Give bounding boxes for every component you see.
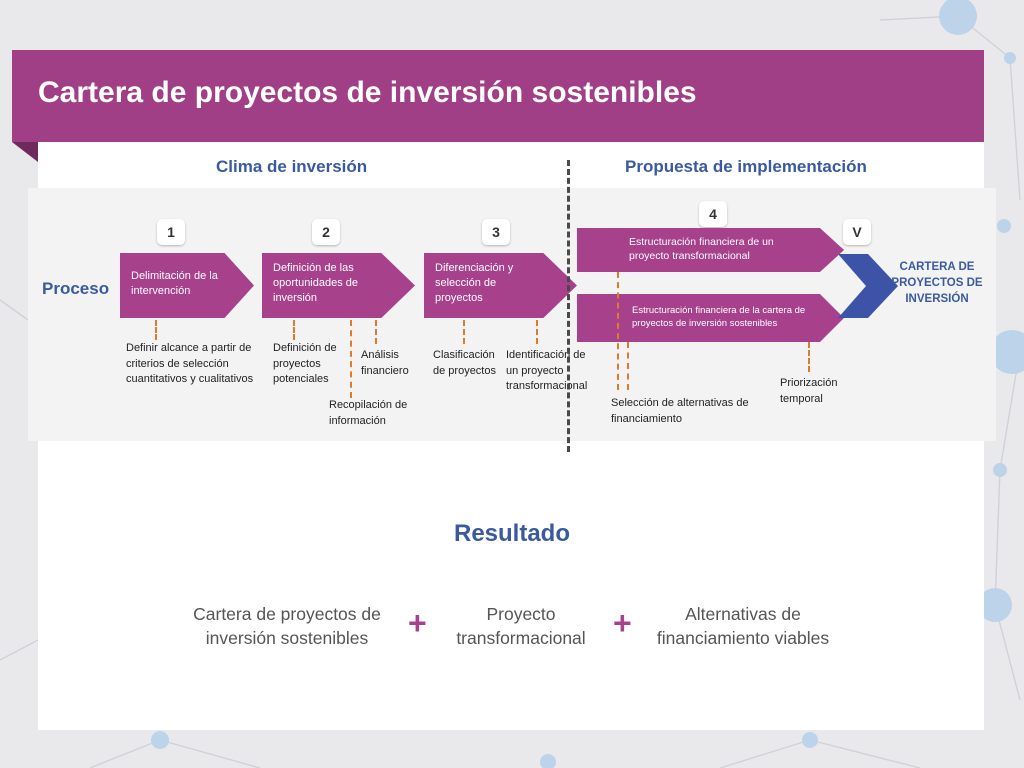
portfolio-output-label: CARTERA DE PROYECTOS DE INVERSIÓN <box>891 261 983 306</box>
connector-line <box>155 320 157 340</box>
portfolio-chevron-icon <box>838 254 898 318</box>
process-step-3: Diferenciación y selección de proyectos <box>424 253 577 318</box>
substep-8: Priorización temporal <box>780 377 838 405</box>
connector-line <box>463 320 465 344</box>
title-bar-fold <box>12 142 38 162</box>
process-step-4b: Estructuración financiera de la cartera … <box>577 294 844 342</box>
step-number-1: 1 <box>157 219 185 245</box>
process-step-3-label: Diferenciación y selección de proyectos <box>435 262 514 304</box>
process-step-2-label: Definición de las oportunidades de inver… <box>273 262 359 304</box>
page-title: Cartera de proyectos de inversión sosten… <box>38 76 697 109</box>
result-item-transformational-project: Proyecto transformacional <box>456 604 586 648</box>
step-number-v: V <box>843 219 871 245</box>
section-divider <box>567 160 570 452</box>
process-step-4a-label: Estructuración financiera de un proyecto… <box>629 236 774 263</box>
substep-6: Identificación de un proyecto transforma… <box>506 349 588 393</box>
process-step-1-label: Delimitación de la intervención <box>131 270 218 297</box>
connector-line <box>293 320 295 340</box>
process-step-4a: Estructuración financiera de un proyecto… <box>577 228 844 272</box>
plus-icon: + <box>408 605 427 641</box>
step-number-4: 4 <box>699 201 727 227</box>
result-title: Resultado <box>453 520 570 547</box>
connector-line <box>350 320 352 398</box>
process-step-2: Definición de las oportunidades de inver… <box>262 253 415 318</box>
section-heading-implementation-proposal: Propuesta de implementación <box>625 157 867 176</box>
connector-line <box>808 342 810 372</box>
substep-7: Selección de alternativas de financiamie… <box>611 397 749 425</box>
result-item-financing-alternatives: Alternativas de financiamiento viables <box>656 604 830 648</box>
connector-line <box>617 272 619 390</box>
step-number-2: 2 <box>312 219 340 245</box>
process-step-4b-label: Estructuración financiera de la cartera … <box>632 305 806 329</box>
result-item-portfolio: Cartera de proyectos de inversión sosten… <box>193 604 381 648</box>
plus-icon: + <box>613 605 632 641</box>
section-heading-investment-climate: Clima de inversión <box>216 157 368 176</box>
process-label: Proceso <box>42 279 110 298</box>
substep-4: Recopilación de información <box>329 399 408 427</box>
substep-1: Definir alcance a partir de criterios de… <box>126 342 254 386</box>
substep-3: Análisis financiero <box>361 349 409 377</box>
step-number-3: 3 <box>482 219 510 245</box>
connector-line <box>375 320 377 344</box>
substep-5: Clasificación de proyectos <box>433 349 496 377</box>
process-step-1: Delimitación de la intervención <box>120 253 254 318</box>
connector-line <box>536 320 538 344</box>
connector-line <box>627 342 629 390</box>
title-bar <box>12 50 984 142</box>
substep-2: Definición de proyectos potenciales <box>273 342 337 386</box>
